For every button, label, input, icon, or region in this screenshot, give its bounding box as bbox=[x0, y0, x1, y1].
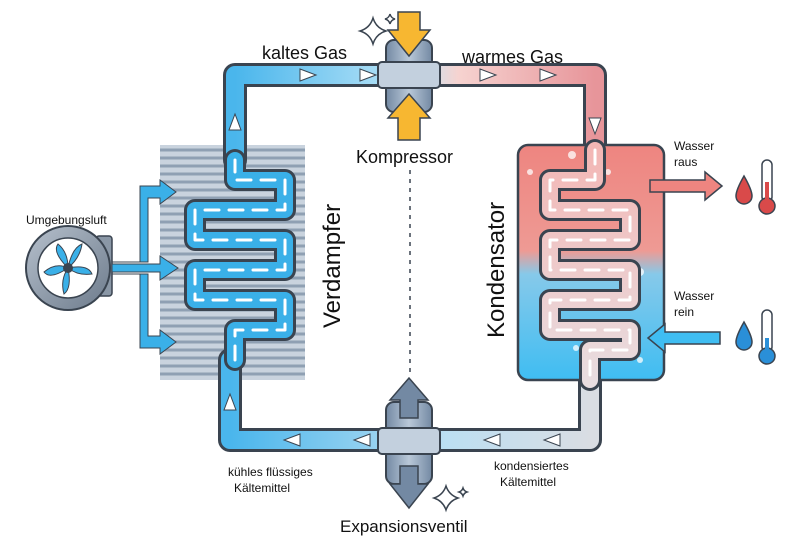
arrow-icon bbox=[542, 433, 561, 447]
arrow-icon bbox=[282, 433, 301, 447]
label-water-out-1: Wasser bbox=[674, 139, 715, 153]
label-water-out-2: raus bbox=[674, 155, 698, 169]
label-compressor: Kompressor bbox=[356, 147, 454, 167]
label-condensed-2: Kältemittel bbox=[500, 475, 557, 489]
label-condensed-1: kondensiertes bbox=[494, 459, 569, 473]
label-water-in-1: Wasser bbox=[674, 289, 715, 303]
valve-arrow-up bbox=[388, 376, 430, 419]
label-cold-gas: kaltes Gas bbox=[262, 43, 348, 63]
label-water-in-2: rein bbox=[674, 305, 695, 319]
arrow-icon bbox=[223, 392, 237, 411]
compressor bbox=[377, 11, 441, 141]
compressor-arrow-down bbox=[386, 11, 432, 58]
label-expansion-valve: Expansionsventil bbox=[340, 517, 468, 536]
arrow-icon bbox=[228, 112, 242, 131]
label-cool-liquid-1: kühles flüssiges bbox=[228, 465, 313, 479]
arrow-icon bbox=[359, 68, 378, 82]
arrow-icon bbox=[479, 68, 498, 82]
drop-icon bbox=[735, 174, 753, 205]
sparkle-icon bbox=[357, 13, 396, 47]
expansion-valve bbox=[377, 376, 441, 510]
label-evaporator: Verdampfer bbox=[319, 203, 346, 328]
evaporator-coil bbox=[184, 149, 296, 371]
compressor-arrow-up bbox=[386, 92, 432, 141]
arrow-icon bbox=[539, 68, 558, 82]
thermometer-icon bbox=[758, 159, 776, 215]
valve-arrow-down bbox=[388, 465, 430, 510]
arrow-icon bbox=[482, 433, 501, 447]
flow-arrows bbox=[223, 68, 602, 447]
condenser-coil bbox=[539, 139, 641, 391]
arrow-icon bbox=[588, 117, 602, 136]
label-condenser: Kondensator bbox=[483, 201, 510, 338]
water-out-arrow bbox=[649, 170, 724, 202]
drop-icon bbox=[735, 320, 753, 351]
arrow-icon bbox=[299, 68, 318, 82]
label-cool-liquid-2: Kältemittel bbox=[234, 481, 291, 495]
sparkle-icon bbox=[431, 483, 470, 513]
water-in-arrow bbox=[646, 322, 721, 354]
thermometer-icon bbox=[758, 309, 776, 365]
arrow-icon bbox=[352, 433, 371, 447]
label-warm-gas: warmes Gas bbox=[462, 47, 564, 67]
label-ambient-air: Umgebungsluft bbox=[26, 213, 107, 227]
air-flow-arrows bbox=[111, 179, 179, 355]
fan-icon bbox=[25, 225, 113, 311]
